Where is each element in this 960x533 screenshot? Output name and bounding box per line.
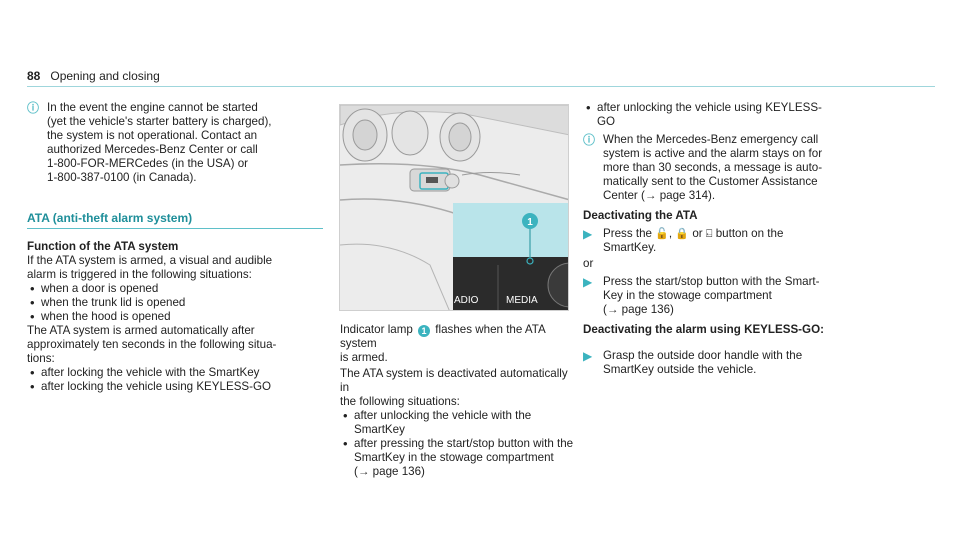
list-item: after pressing the start/stop button wit… bbox=[340, 437, 576, 479]
indicator-lamp-icon bbox=[526, 257, 534, 265]
indicator-text: Indicator lamp 1 flashes when the ATA sy… bbox=[340, 323, 576, 365]
step-arrow-icon: ▶ bbox=[583, 275, 593, 289]
list-item: after locking the vehicle with the Smart… bbox=[27, 366, 323, 380]
media-button-label: MEDIA bbox=[506, 295, 538, 306]
step-text-pre: Press the bbox=[603, 227, 652, 240]
page-header: 88 Opening and closing bbox=[27, 69, 160, 83]
unlock-icon: 🔓 bbox=[655, 228, 669, 240]
arm-list: after locking the vehicle with the Smart… bbox=[27, 366, 323, 394]
step-arrow-icon: ▶ bbox=[583, 349, 593, 363]
keyless-list: after unlocking the vehicle using KEYLES… bbox=[583, 101, 923, 129]
callout-number: 1 bbox=[527, 217, 533, 228]
list-item: after unlocking the vehicle using KEYLES… bbox=[583, 101, 923, 129]
deactivate-list: after unlocking the vehicle with the Sma… bbox=[340, 409, 576, 479]
list-item: after locking the vehicle using KEYLESS-… bbox=[27, 380, 323, 394]
deactivating-title: Deactivating the ATA bbox=[583, 209, 698, 222]
function-title: Function of the ATA system bbox=[27, 240, 179, 253]
step-text: Grasp the outside door handle with the S… bbox=[603, 349, 803, 376]
step-item: ▶ Press the 🔓, 🔒 or ⍇ button on the Smar… bbox=[583, 227, 923, 255]
callout-badge bbox=[522, 213, 538, 229]
dashboard-illustration: 1 ADIO MEDIA bbox=[340, 105, 568, 310]
section-title-ata: ATA (anti-theft alarm system) bbox=[27, 211, 323, 229]
info-note: ⓘ When the Mercedes-Benz emergency call … bbox=[583, 133, 923, 203]
or-label: or bbox=[583, 257, 594, 270]
note-text: When the Mercedes-Benz emergency call sy… bbox=[603, 133, 823, 202]
note-text: In the event the engine cannot be starte… bbox=[47, 101, 272, 184]
info-icon: ⓘ bbox=[583, 133, 596, 147]
step-arrow-icon: ▶ bbox=[583, 227, 593, 241]
keyless-title: Deactivating the alarm using KEYLESS-GO: bbox=[583, 323, 824, 336]
list-item: after unlocking the vehicle with the Sma… bbox=[340, 409, 576, 437]
list-item: when the trunk lid is opened bbox=[27, 296, 323, 310]
page-number: 88 bbox=[27, 69, 41, 83]
dashboard-figure: 1 ADIO MEDIA bbox=[339, 104, 569, 311]
column-middle: Indicator lamp 1 flashes when the ATA sy… bbox=[340, 323, 576, 479]
header-divider bbox=[27, 86, 935, 87]
column-left: ⓘ In the event the engine cannot be star… bbox=[27, 101, 323, 394]
info-note: ⓘ In the event the engine cannot be star… bbox=[27, 101, 323, 185]
separator: or bbox=[692, 227, 703, 240]
radio-button-label: ADIO bbox=[454, 295, 479, 306]
alarm-intro: If the ATA system is armed, a visual and… bbox=[27, 254, 273, 281]
trigger-list: when a door is opened when the trunk lid… bbox=[27, 282, 323, 324]
lock-icon: 🔒 bbox=[675, 228, 690, 240]
step-text-post: button on the SmartKey. bbox=[603, 227, 784, 254]
list-item: when the hood is opened bbox=[27, 310, 323, 324]
deactivate-intro: The ATA system is deactivated automatica… bbox=[340, 367, 568, 408]
step-item: ▶ Press the start/stop button with the S… bbox=[583, 275, 923, 317]
separator: , bbox=[668, 227, 673, 240]
section-name: Opening and closing bbox=[50, 69, 160, 83]
step-text: Press the start/stop button with the Sma… bbox=[603, 275, 820, 316]
indicator-pre: Indicator lamp bbox=[340, 323, 413, 336]
list-item: when a door is opened bbox=[27, 282, 323, 296]
auto-arm-text: The ATA system is armed automatically af… bbox=[27, 324, 277, 365]
step-text: Press the 🔓, 🔒 or ⍇ button on the SmartK… bbox=[603, 227, 783, 255]
trunk-icon: ⍇ bbox=[705, 228, 713, 240]
callout-badge-inline: 1 bbox=[418, 325, 431, 337]
column-right: after unlocking the vehicle using KEYLES… bbox=[583, 101, 923, 377]
step-item: ▶ Grasp the outside door handle with the… bbox=[583, 349, 923, 377]
indicator-post: flashes when the ATA system is armed. bbox=[340, 323, 546, 364]
info-icon: ⓘ bbox=[27, 101, 40, 115]
